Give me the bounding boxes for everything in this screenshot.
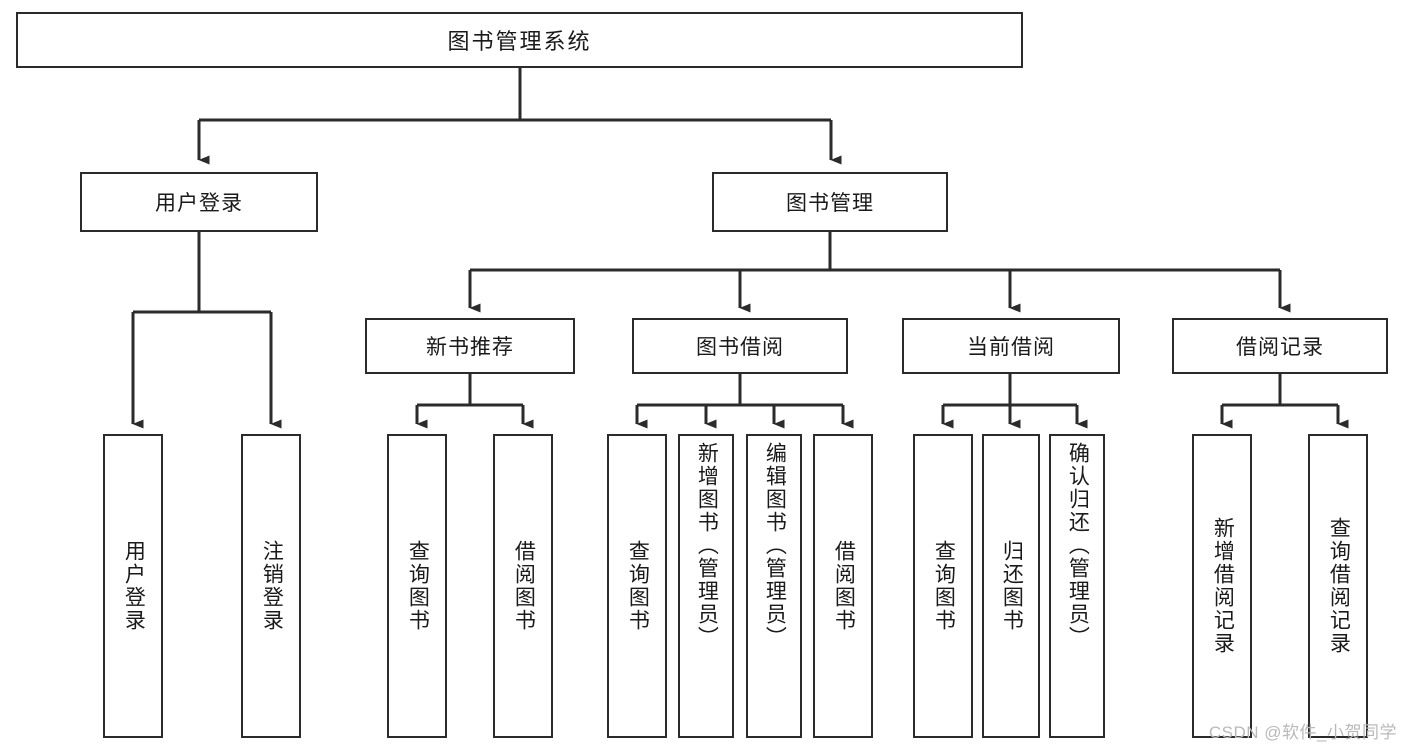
leaf-query-borrow-record[interactable]: 查询借阅记录 <box>1308 434 1368 738</box>
leaf-label: 编辑图书（管理员） <box>763 442 787 649</box>
node-label: 图书借阅 <box>696 336 784 359</box>
leaf-user-login[interactable]: 用户登录 <box>103 434 163 738</box>
node-current-borrow[interactable]: 当前借阅 <box>902 318 1120 374</box>
node-borrow-record[interactable]: 借阅记录 <box>1172 318 1388 374</box>
leaf-label: 查询图书 <box>626 540 650 632</box>
leaf-query-book-borrow[interactable]: 查询图书 <box>607 434 667 738</box>
node-label: 借阅记录 <box>1236 336 1324 359</box>
node-label: 图书管理 <box>786 192 874 215</box>
leaf-label: 新增图书（管理员） <box>695 442 719 649</box>
leaf-label: 注销登录 <box>260 540 284 632</box>
node-book-management[interactable]: 图书管理 <box>712 172 948 232</box>
leaf-label: 查询图书 <box>932 540 956 632</box>
leaf-label: 查询借阅记录 <box>1327 517 1351 655</box>
node-book-borrow[interactable]: 图书借阅 <box>632 318 848 374</box>
leaf-return-book[interactable]: 归还图书 <box>982 434 1040 738</box>
node-label: 用户登录 <box>155 192 243 215</box>
node-new-book-recommend[interactable]: 新书推荐 <box>365 318 575 374</box>
leaf-query-book-current[interactable]: 查询图书 <box>913 434 973 738</box>
leaf-label: 归还图书 <box>1000 540 1024 632</box>
watermark: CSDN @软件_小贺同学 <box>1208 723 1397 742</box>
leaf-label: 借阅图书 <box>832 540 856 632</box>
leaf-borrow-book-new[interactable]: 借阅图书 <box>493 434 553 738</box>
leaf-add-borrow-record[interactable]: 新增借阅记录 <box>1192 434 1252 738</box>
leaf-user-logout[interactable]: 注销登录 <box>241 434 301 738</box>
leaf-label: 用户登录 <box>122 540 146 632</box>
node-label: 当前借阅 <box>967 336 1055 359</box>
leaf-label: 新增借阅记录 <box>1211 517 1235 655</box>
node-root-system[interactable]: 图书管理系统 <box>16 12 1023 68</box>
leaf-label: 查询图书 <box>406 540 430 632</box>
leaf-edit-book-admin[interactable]: 编辑图书（管理员） <box>746 434 802 738</box>
leaf-add-book-admin[interactable]: 新增图书（管理员） <box>678 434 734 738</box>
leaf-borrow-book[interactable]: 借阅图书 <box>813 434 873 738</box>
node-label: 图书管理系统 <box>447 29 592 54</box>
leaf-label: 借阅图书 <box>512 540 536 632</box>
leaf-confirm-return-admin[interactable]: 确认归还（管理员） <box>1049 434 1105 738</box>
leaf-label: 确认归还（管理员） <box>1066 442 1090 649</box>
node-user-login[interactable]: 用户登录 <box>80 172 318 232</box>
leaf-query-book-new[interactable]: 查询图书 <box>387 434 447 738</box>
node-label: 新书推荐 <box>426 336 514 359</box>
